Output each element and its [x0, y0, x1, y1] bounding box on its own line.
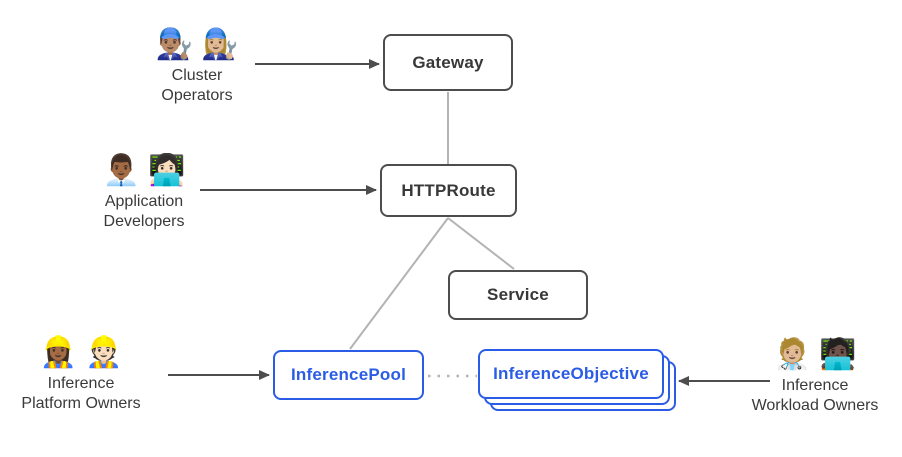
edge-httproute-service — [447, 217, 515, 270]
inference-platform-owners-label-line1: Inference — [47, 375, 115, 392]
inference-workload-owners-label-line1: Inference — [781, 377, 849, 394]
httproute-node-label: HTTPRoute — [401, 180, 496, 200]
health-worker-technologist-emoji-icon: 🧑🏼‍⚕️ 🧑🏿‍💻 — [773, 338, 857, 371]
actor-inference-workload-owners: 🧑🏼‍⚕️ 🧑🏿‍💻 Inference Workload Owners — [732, 334, 898, 416]
mechanics-emoji-icon: 👨🏽‍🔧 👩🏼‍🔧 — [155, 28, 239, 61]
httproute-node: HTTPRoute — [380, 164, 517, 217]
actor-cluster-operators: 👨🏽‍🔧 👩🏼‍🔧 Cluster Operators — [112, 24, 282, 106]
inference-platform-owners-label-line2: Platform Owners — [21, 395, 141, 412]
inference-pool-node: InferencePool — [273, 350, 424, 400]
cluster-operators-label-line1: Cluster — [171, 67, 223, 84]
service-node: Service — [448, 270, 588, 320]
edge-httproute-inferencepool — [349, 217, 449, 350]
office-worker-technologist-emoji-icon: 👨🏾‍💼 👩🏻‍💻 — [102, 154, 186, 187]
application-developers-label-line1: Application — [104, 193, 184, 210]
inference-workload-owners-label-line2: Workload Owners — [751, 397, 879, 414]
application-developers-label-line2: Developers — [103, 213, 185, 230]
inference-pool-node-label: InferencePool — [290, 365, 407, 384]
inference-objective-node: InferenceObjective — [478, 349, 664, 399]
actor-application-developers: 👨🏾‍💼 👩🏻‍💻 Application Developers — [59, 150, 229, 232]
cluster-operators-label-line2: Operators — [161, 87, 233, 104]
service-node-label: Service — [487, 285, 549, 304]
gateway-node-label: Gateway — [412, 52, 484, 72]
actor-inference-platform-owners: 👷🏾‍♀️ 👷🏻 Inference Platform Owners — [0, 332, 162, 414]
inference-objective-node-label: InferenceObjective — [493, 364, 649, 383]
gateway-node: Gateway — [383, 34, 513, 91]
construction-workers-emoji-icon: 👷🏾‍♀️ 👷🏻 — [39, 336, 123, 369]
